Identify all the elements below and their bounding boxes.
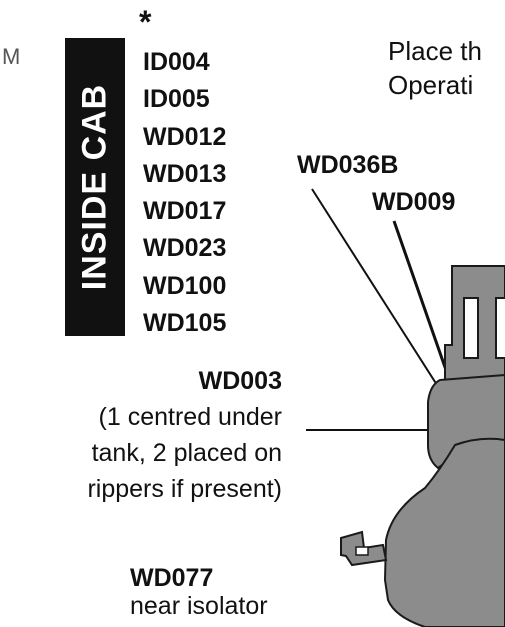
callout-wd077-description: near isolator [130,592,268,620]
callout-wd003-description: (1 centred under tank, 2 placed on rippe… [87,403,282,503]
list-item: ID005 [143,85,210,114]
heading-line-1: Place th [388,36,482,66]
list-item: WD012 [143,122,227,151]
inside-cab-banner: INSIDE CAB [65,38,125,336]
asterisk-mark: * [139,4,152,40]
callout-wd003: WD003 [198,367,282,395]
cab-window-1 [463,297,479,359]
cab-window-2 [495,297,505,359]
callout-wd009: WD009 [372,188,456,216]
list-item: WD013 [143,159,227,188]
list-item: WD105 [143,309,227,338]
leader-wd036b [311,188,438,386]
inside-cab-code-list: ID004 ID005 WD012 WD013 WD017 WD023 WD10… [143,44,226,342]
isolator-slot [355,546,369,556]
heading-line-2: Operati [388,70,474,100]
inside-cab-label: INSIDE CAB [75,83,114,291]
edge-text: M [2,44,21,69]
list-item: ID004 [143,48,210,76]
leader-wd009 [392,220,449,374]
list-item: WD017 [143,197,227,226]
list-item: WD100 [143,271,227,300]
machine-hull [383,437,505,627]
callout-wd036b: WD036B [297,151,399,179]
list-item: WD023 [143,234,227,263]
heading-partial: Place th Operati [388,34,482,102]
callout-wd077: WD077 [130,564,214,592]
